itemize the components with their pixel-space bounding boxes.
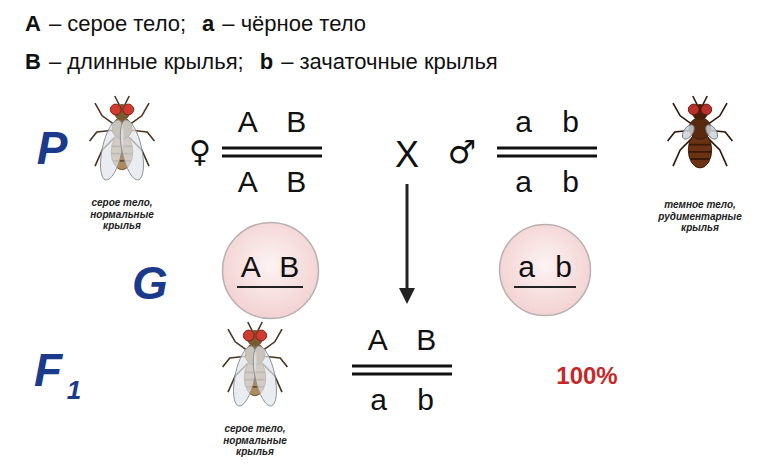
percentage-holder: 100%: [556, 364, 617, 388]
trait-letter: B: [25, 49, 41, 75]
gamete-alleles: a b: [514, 252, 576, 288]
percentage: 100%: [556, 364, 617, 388]
fly-caption-holder: серое тело, нормальные крылья: [211, 423, 299, 458]
fly-caption: серое тело, нормальные крылья: [211, 423, 299, 458]
trait-letter: b: [260, 49, 273, 75]
circle-shape: [222, 222, 318, 318]
trait-description: – зачаточные крылья: [281, 49, 498, 75]
genotype-alleles: a b: [515, 167, 579, 197]
cross-arrow: [399, 184, 415, 304]
trait-legend-row: B – длинные крылья; b – зачаточные крылья: [25, 49, 498, 75]
generation-label-holder: P: [37, 125, 68, 171]
genotype-alleles-holder: a b: [370, 385, 434, 415]
genotype-alleles-holder: A B: [238, 107, 307, 137]
sex-symbol-holder: ♀: [189, 137, 211, 167]
circle-shape: [500, 225, 591, 316]
cross-sign-holder: X: [395, 137, 419, 173]
fly-drawing: [90, 96, 155, 182]
genotype-alleles: a b: [515, 107, 579, 137]
trait-description: – длинные крылья;: [49, 49, 244, 75]
genotype-alleles: a b: [370, 385, 434, 415]
fly-caption: серое тело, нормальные крылья: [78, 197, 166, 232]
genotype-alleles-holder: a b: [515, 167, 579, 197]
chromosome-lines: [222, 148, 597, 374]
generation-subscript: 1: [67, 377, 81, 403]
genotype-alleles-holder: A B: [368, 325, 437, 355]
genotype-alleles-holder: A B: [238, 167, 307, 197]
trait-legend-row: A – серое тело; a – чёрное тело: [25, 11, 366, 37]
generation-label-holder: G: [132, 260, 168, 306]
gamete-circle: A B: [221, 221, 320, 320]
genotype-alleles: A B: [238, 107, 307, 137]
generation-label: F: [34, 347, 62, 393]
cross-sign: X: [395, 137, 419, 173]
genotype-alleles: A B: [238, 167, 307, 197]
fly-drawing: [223, 322, 288, 408]
generation-label: P: [37, 125, 68, 171]
fly-caption-holder: серое тело, нормальные крылья: [78, 197, 166, 232]
fly-drawing: [668, 96, 733, 168]
sex-symbol: ♀: [189, 137, 211, 167]
fly-caption-holder: темное тело, рудиментарные крылья: [650, 199, 750, 234]
gamete-alleles: A B: [237, 252, 304, 288]
sex-symbol: ♂: [448, 136, 477, 168]
sex-symbol-holder: ♂: [448, 136, 477, 168]
genotype-alleles: A B: [368, 325, 437, 355]
fly-caption: темное тело, рудиментарные крылья: [650, 199, 750, 234]
generation-label-holder: F: [34, 347, 62, 393]
trait-description: – чёрное тело: [222, 11, 366, 37]
generation-subscript-holder: 1: [67, 377, 81, 403]
gamete-circle: a b: [498, 223, 592, 317]
trait-description: – серое тело;: [49, 11, 186, 37]
genotype-alleles-holder: a b: [515, 107, 579, 137]
generation-label: G: [132, 260, 168, 306]
trait-letter: a: [202, 11, 214, 37]
trait-letter: A: [25, 11, 41, 37]
